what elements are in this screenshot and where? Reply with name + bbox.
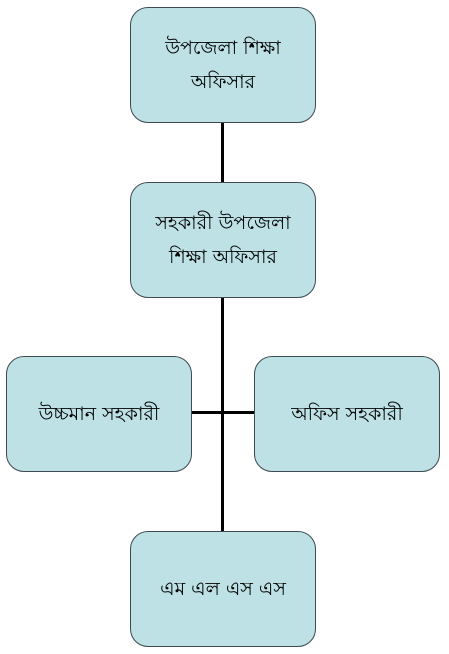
node-office-assistant: অফিস সহকারী <box>254 356 440 472</box>
node-label: অফিস সহকারী <box>291 403 403 425</box>
connector-middle-to-bottom <box>221 297 224 532</box>
node-upper-division-assistant: উচ্চমান সহকারী <box>6 356 192 472</box>
node-label: এম এল এস এস <box>160 578 286 600</box>
connector-horizontal <box>191 411 255 414</box>
connector-top-to-middle <box>221 122 224 182</box>
node-assistant-upazila-education-officer: সহকারী উপজেলা শিক্ষা অফিসার <box>130 182 316 298</box>
node-label: উচ্চমান সহকারী <box>38 403 160 425</box>
node-mlss: এম এল এস এস <box>130 531 316 647</box>
node-upazila-education-officer: উপজেলা শিক্ষা অফিসার <box>130 7 316 123</box>
node-label: সহকারী উপজেলা শিক্ষা অফিসার <box>155 212 291 268</box>
node-label: উপজেলা শিক্ষা অফিসার <box>165 37 281 93</box>
